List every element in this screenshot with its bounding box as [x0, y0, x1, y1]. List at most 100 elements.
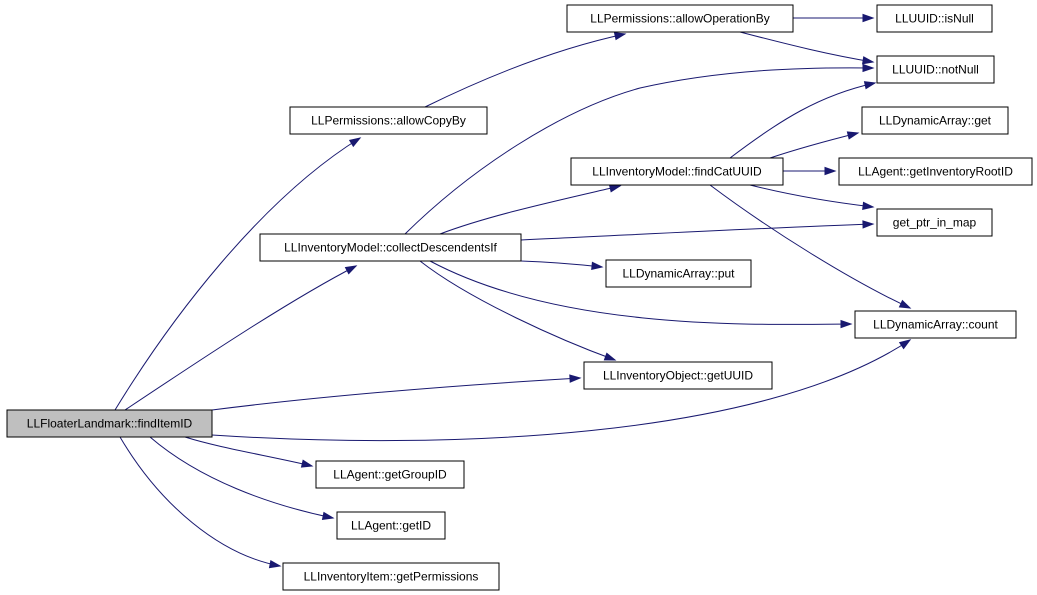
node-box[interactable] — [861, 106, 1009, 135]
node-label: LLDynamicArray::get — [879, 114, 992, 128]
arrowhead-icon — [321, 511, 335, 520]
node-box[interactable] — [566, 4, 794, 33]
call-edge-findItemID-to-getGroupID — [184, 436, 314, 468]
edge-line — [114, 137, 361, 411]
node-box[interactable] — [570, 157, 784, 186]
node-findItemID[interactable]: LLFloaterLandmark::findItemID — [6, 409, 213, 438]
call-edge-findItemID-to-getUUID — [211, 374, 582, 411]
edge-line — [424, 33, 626, 108]
node-label: LLDynamicArray::count — [873, 318, 998, 332]
node-getUUID[interactable]: LLInventoryObject::getUUID — [583, 361, 773, 390]
node-label: LLInventoryModel::findCatUUID — [592, 165, 762, 179]
node-box[interactable] — [876, 4, 993, 33]
edge-line — [184, 436, 313, 467]
edge-line — [429, 260, 852, 325]
node-box[interactable] — [259, 233, 522, 262]
edge-line — [729, 82, 876, 159]
call-edge-allowCopyBy-to-allowOperationBy — [424, 32, 627, 108]
call-edge-findCatUUID-to-daGet — [769, 131, 860, 159]
call-edge-findItemID-to-collectDescendentsIf — [124, 265, 358, 411]
node-notNull[interactable]: LLUUID::notNull — [876, 55, 995, 84]
call-edge-findCatUUID-to-getInventoryRootID — [782, 166, 837, 176]
node-box[interactable] — [282, 562, 500, 591]
call-edge-findItemID-to-getID — [149, 436, 335, 520]
node-box[interactable] — [838, 157, 1033, 186]
node-findCatUUID[interactable]: LLInventoryModel::findCatUUID — [570, 157, 784, 186]
arrowhead-icon — [268, 560, 282, 569]
call-edge-collectDescendentsIf-to-daPut — [520, 260, 604, 271]
node-getPtrInMap[interactable]: get_ptr_in_map — [876, 208, 993, 237]
node-label: get_ptr_in_map — [893, 216, 977, 230]
arrowhead-icon — [591, 261, 604, 271]
node-collectDescendentsIf[interactable]: LLInventoryModel::collectDescendentsIf — [259, 233, 522, 262]
arrowhead-icon — [898, 339, 912, 350]
arrowhead-icon — [569, 374, 582, 383]
node-daGet[interactable]: LLDynamicArray::get — [861, 106, 1009, 135]
node-getPermissions[interactable]: LLInventoryItem::getPermissions — [282, 562, 500, 591]
node-box[interactable] — [289, 106, 488, 135]
edge-line — [419, 260, 616, 361]
node-getInventoryRootID[interactable]: LLAgent::getInventoryRootID — [838, 157, 1033, 186]
node-label: LLInventoryModel::collectDescendentsIf — [284, 241, 497, 255]
arrowhead-icon — [603, 352, 617, 361]
arrowhead-icon — [862, 63, 875, 73]
node-box[interactable] — [6, 409, 213, 438]
arrowhead-icon — [840, 319, 853, 329]
arrowhead-icon — [863, 81, 877, 90]
call-edge-collectDescendentsIf-to-getPtrInMap — [520, 220, 875, 241]
call-edge-allowOperationBy-to-notNull — [739, 31, 875, 65]
edge-line — [404, 67, 874, 235]
call-edge-findCatUUID-to-getPtrInMap — [749, 184, 875, 210]
arrowhead-icon — [861, 56, 875, 65]
call-edge-collectDescendentsIf-to-notNull — [404, 63, 875, 235]
edge-line — [749, 184, 874, 208]
node-box[interactable] — [605, 259, 752, 288]
node-box[interactable] — [315, 460, 465, 489]
node-label: LLInventoryItem::getPermissions — [304, 570, 479, 584]
call-nodes: LLFloaterLandmark::findItemID LLPermissio… — [6, 4, 1033, 591]
node-box[interactable] — [876, 55, 995, 84]
call-edge-collectDescendentsIf-to-daCount — [429, 260, 853, 329]
node-allowCopyBy[interactable]: LLPermissions::allowCopyBy — [289, 106, 488, 135]
arrowhead-icon — [862, 220, 875, 229]
edge-line — [211, 377, 581, 411]
node-getID[interactable]: LLAgent::getID — [336, 511, 446, 540]
call-edge-findItemID-to-getPermissions — [119, 436, 282, 569]
node-box[interactable] — [854, 310, 1017, 339]
arrowhead-icon — [300, 459, 314, 468]
node-label: LLFloaterLandmark::findItemID — [27, 417, 193, 431]
node-allowOperationBy[interactable]: LLPermissions::allowOperationBy — [566, 4, 794, 33]
node-box[interactable] — [336, 511, 446, 540]
node-label: LLUUID::notNull — [892, 63, 979, 77]
node-isNull[interactable]: LLUUID::isNull — [876, 4, 993, 33]
call-edge-findCatUUID-to-notNull — [729, 81, 877, 159]
edge-line — [520, 260, 603, 268]
node-label: LLAgent::getInventoryRootID — [858, 165, 1013, 179]
arrowhead-icon — [613, 32, 627, 41]
node-label: LLAgent::getID — [351, 519, 431, 533]
node-label: LLAgent::getGroupID — [333, 468, 447, 482]
edge-line — [709, 184, 911, 309]
edge-line — [739, 31, 874, 63]
call-edge-findItemID-to-daCount — [211, 339, 912, 442]
arrowhead-icon — [862, 201, 875, 210]
arrowhead-icon — [846, 131, 860, 140]
node-box[interactable] — [876, 208, 993, 237]
edge-line — [149, 436, 334, 519]
arrowhead-icon — [898, 299, 912, 309]
edge-line — [769, 132, 859, 159]
edge-line — [211, 339, 911, 442]
node-box[interactable] — [583, 361, 773, 390]
node-label: LLDynamicArray::put — [622, 267, 735, 281]
node-daCount[interactable]: LLDynamicArray::count — [854, 310, 1017, 339]
node-label: LLInventoryObject::getUUID — [603, 369, 753, 383]
node-label: LLPermissions::allowOperationBy — [590, 12, 769, 26]
node-daPut[interactable]: LLDynamicArray::put — [605, 259, 752, 288]
edge-line — [124, 265, 357, 411]
node-getGroupID[interactable]: LLAgent::getGroupID — [315, 460, 465, 489]
edge-line — [520, 223, 874, 241]
edge-line — [119, 436, 281, 567]
arrowhead-icon — [344, 265, 358, 275]
call-edge-allowOperationBy-to-isNull — [793, 13, 875, 23]
